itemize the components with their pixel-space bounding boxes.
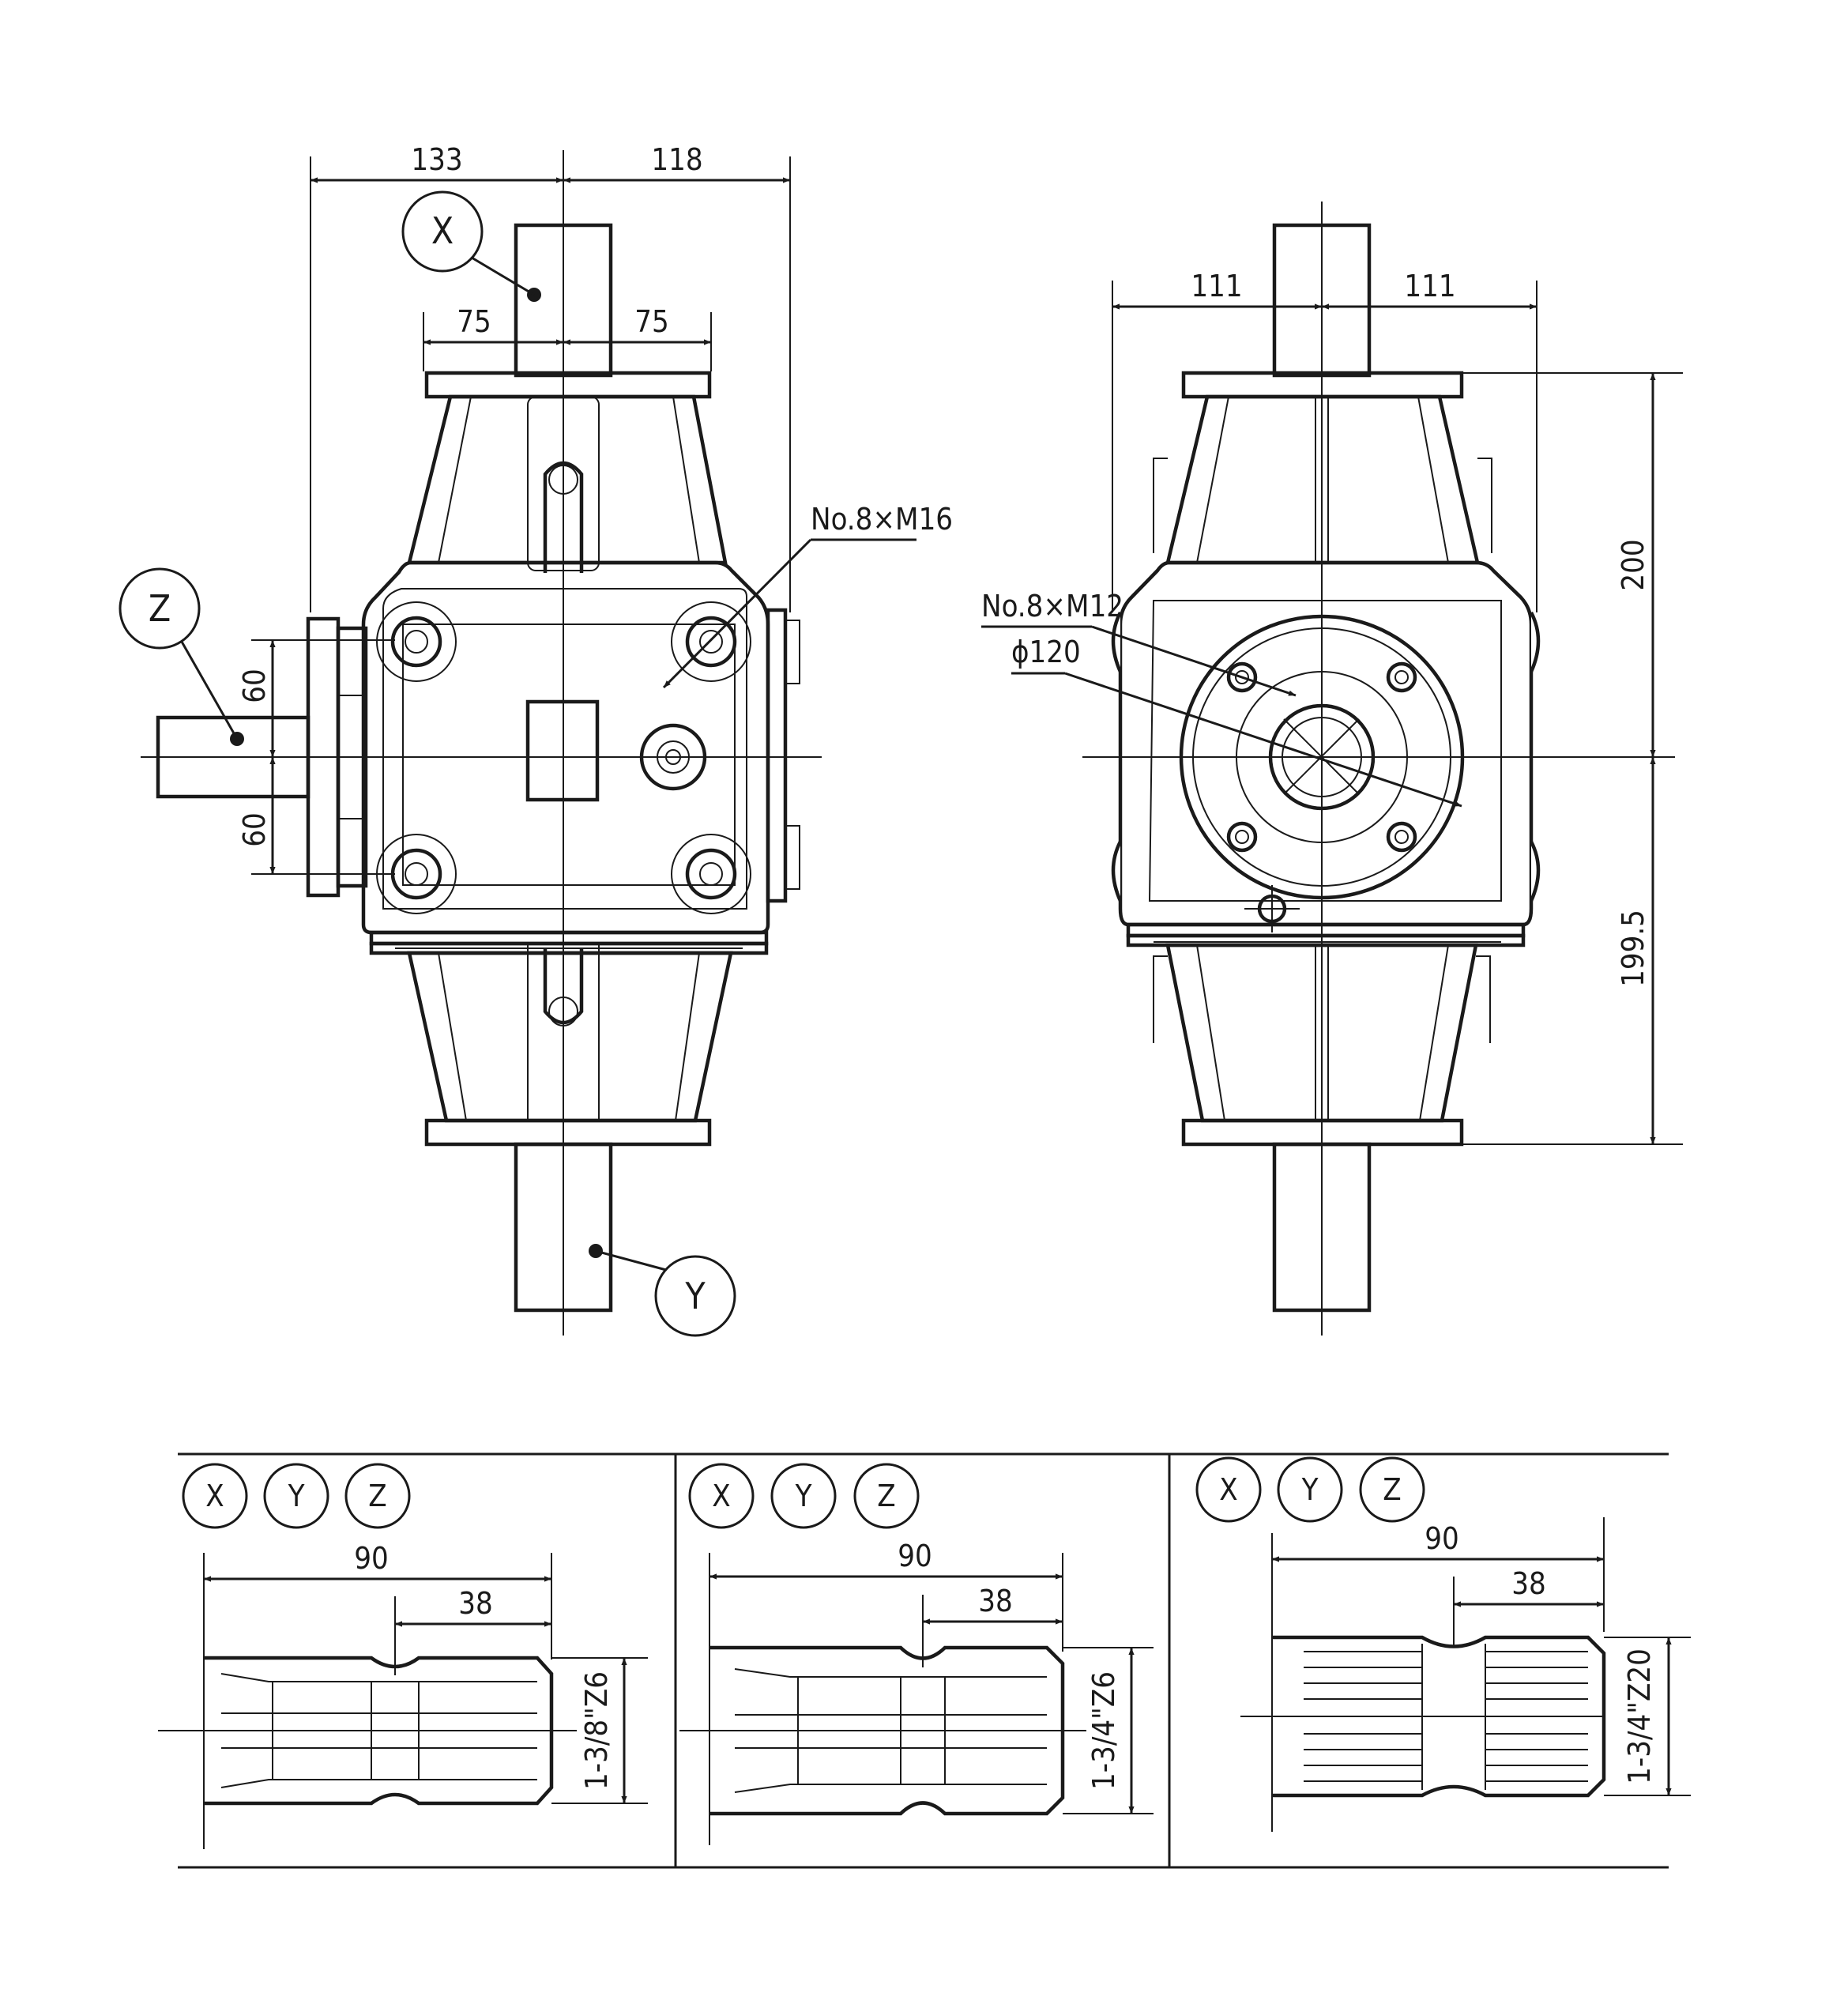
shaft-options-table: X Y Z 90 38 1-3/8"Z6 X Y (158, 1452, 1691, 1869)
dim-side-right: 111 (1404, 269, 1455, 303)
callout-y: Y (595, 1249, 736, 1337)
spline-teeth-z20 (1304, 1644, 1588, 1790)
shaft-option-3: X Y Z 90 38 1-3/4"Z20 (1195, 1456, 1691, 1832)
shaft1-spec: 1-3/8"Z6 (579, 1671, 614, 1790)
dim-height-bottom: 199.5 (1616, 910, 1650, 987)
dim-z-lower: 60 (237, 812, 272, 847)
svg-text:Z: Z (149, 587, 171, 630)
dim-front-left: 133 (411, 142, 462, 177)
svg-text:X: X (205, 1479, 224, 1513)
label-bolts-m16: No.8×M16 (811, 502, 953, 537)
dim-front-flange-right: 75 (634, 304, 669, 339)
svg-text:Y: Y (795, 1479, 812, 1513)
svg-text:Z: Z (877, 1479, 895, 1513)
shaft-y (514, 1142, 613, 1313)
label-bolts-m12: No.8×M12 (981, 589, 1123, 623)
dim-front-flange-left: 75 (457, 304, 491, 339)
m12-bolts (1226, 661, 1417, 853)
svg-text:Y: Y (288, 1479, 305, 1513)
svg-text:Z: Z (368, 1479, 386, 1513)
dim-side-left: 111 (1191, 269, 1242, 303)
svg-text:X: X (712, 1479, 730, 1513)
label-pcd: ϕ120 (1011, 635, 1081, 669)
svg-text:X: X (1219, 1472, 1237, 1507)
svg-text:Z: Z (1383, 1472, 1401, 1507)
shaft2-spec: 1-3/4"Z6 (1086, 1671, 1121, 1790)
shaft1-length: 90 (354, 1541, 389, 1576)
front-view: X Y Z No.8×M16 133 118 75 75 (119, 142, 953, 1337)
shaft-x (514, 223, 613, 378)
callout-x: X (401, 190, 535, 296)
shaft-option-2: X Y Z 90 38 1-3/4"Z6 (679, 1463, 1154, 1845)
shaft-option-1: X Y Z 90 38 1-3/8"Z6 (158, 1463, 648, 1849)
shaft3-spline: 38 (1511, 1566, 1546, 1601)
side-view: No.8×M12 ϕ120 111 111 200 199.5 (981, 202, 1683, 1336)
dim-front-right: 118 (651, 142, 702, 177)
shaft2-spline: 38 (978, 1584, 1013, 1618)
callout-z: Z (119, 567, 239, 740)
svg-text:Y: Y (684, 1275, 706, 1317)
shaft3-spec: 1-3/4"Z20 (1622, 1648, 1657, 1784)
shaft1-spline: 38 (458, 1586, 493, 1621)
shaft3-length: 90 (1425, 1521, 1459, 1556)
dim-z-upper: 60 (237, 669, 272, 703)
svg-text:X: X (431, 209, 454, 252)
dim-height-top: 200 (1616, 539, 1650, 590)
nameplate (525, 699, 600, 802)
svg-text:Y: Y (1301, 1472, 1319, 1507)
shaft2-length: 90 (898, 1539, 932, 1573)
